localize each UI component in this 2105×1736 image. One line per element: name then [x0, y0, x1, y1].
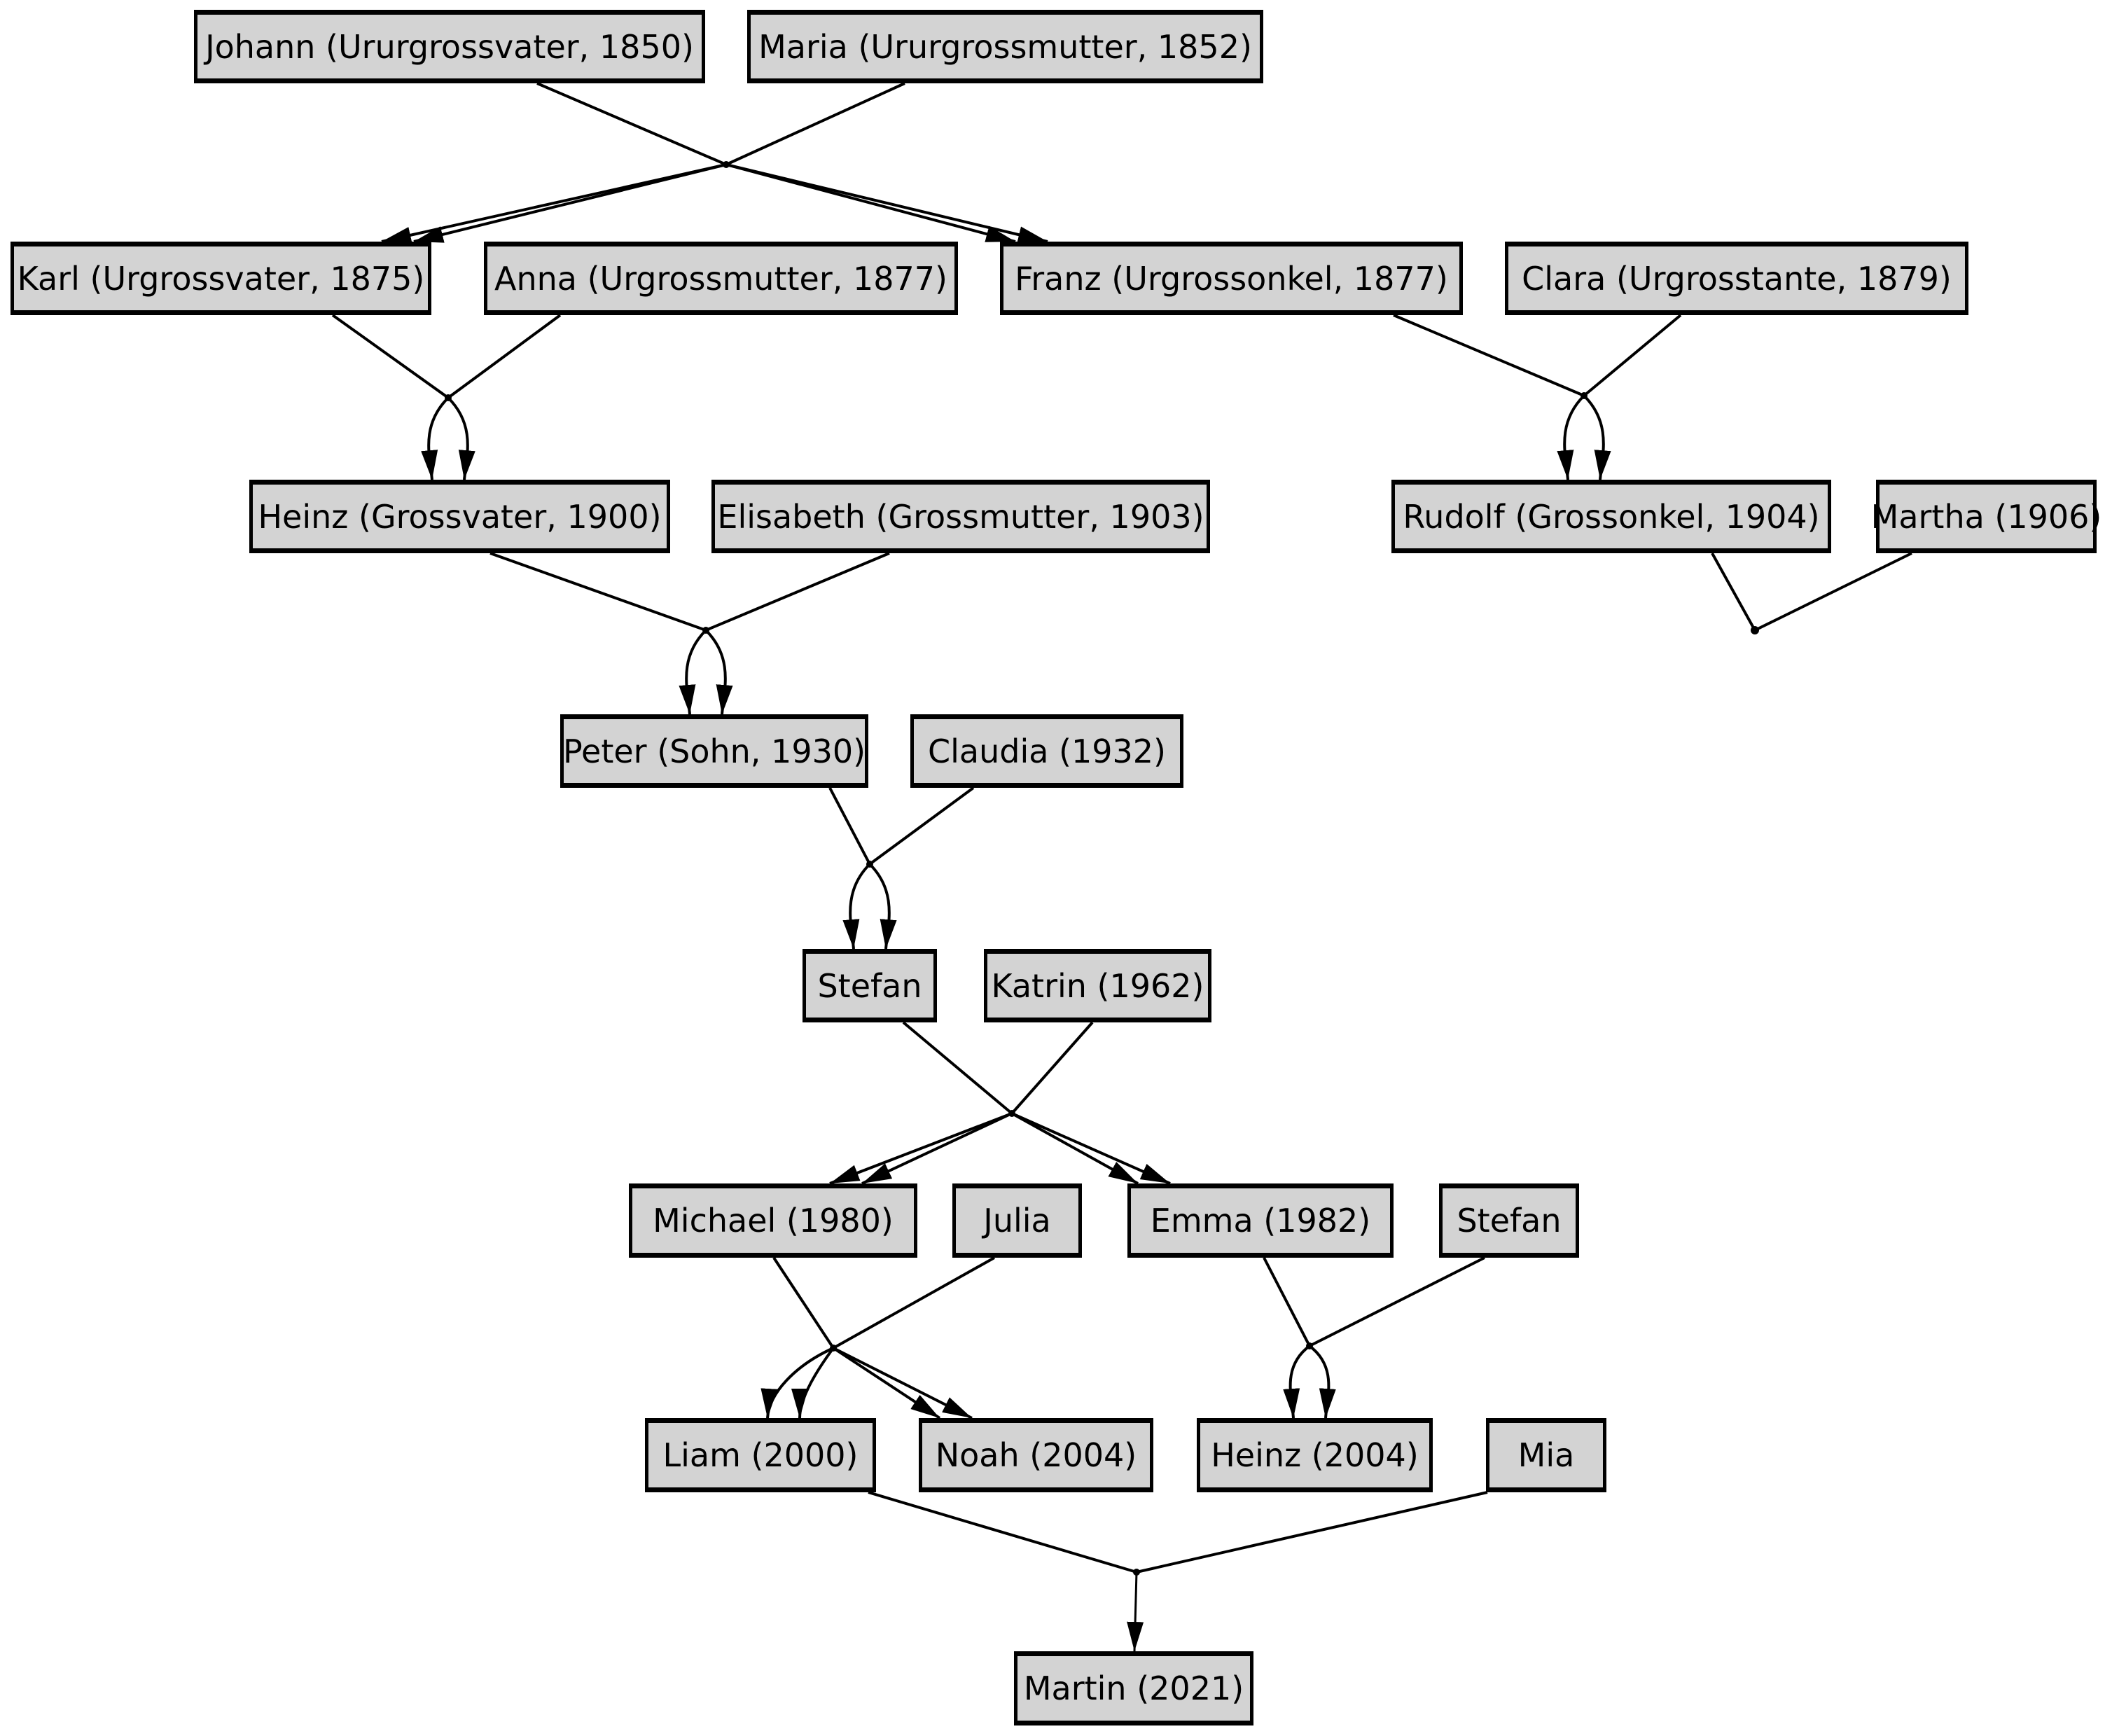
arrow-union6-stefan-a: [842, 863, 871, 950]
arrow-union3-rudolf-a: [1557, 394, 1585, 480]
node-johann: Johann (Ururgrossvater, 1850): [194, 10, 705, 83]
node-michael: Michael (1980): [629, 1183, 917, 1258]
edge-johann-union1: [536, 82, 727, 166]
edge-stefan-union7: [902, 1021, 1013, 1115]
arrow-union1-franz-b: [725, 163, 1048, 243]
edge-stefan2-union9: [1309, 1256, 1485, 1347]
union-point-3: [1581, 392, 1588, 399]
arrow-union7-michael-a: [829, 1112, 1013, 1185]
arrow-union2-heinz-b: [447, 396, 475, 480]
edge-michael-union8: [772, 1256, 835, 1349]
arrow-union8-liam-b: [791, 1347, 835, 1419]
arrow-union1-karl-b: [413, 163, 727, 243]
edge-peter-union6: [828, 787, 871, 865]
edge-emma-union9: [1263, 1257, 1311, 1347]
union-point-10: [1133, 1569, 1140, 1576]
node-martin: Martin (2021): [1014, 1651, 1253, 1725]
arrow-union3-rudolf-b: [1583, 394, 1611, 480]
node-noah: Noah (2004): [919, 1418, 1153, 1492]
edge-liam-union10: [868, 1491, 1137, 1574]
node-karl: Karl (Urgrossvater, 1875): [11, 242, 431, 315]
union-point-7: [1008, 1110, 1015, 1117]
arrow-union8-liam-a: [760, 1347, 834, 1419]
union-point-6: [866, 861, 873, 868]
node-peter: Peter (Sohn, 1930): [560, 714, 868, 788]
node-katrin: Katrin (1962): [984, 949, 1211, 1022]
edge-karl-union2: [331, 314, 450, 399]
node-franz: Franz (Urgrossonkel, 1877): [1000, 242, 1463, 315]
node-elisabeth: Elisabeth (Grossmutter, 1903): [711, 480, 1210, 553]
union-point-5: [702, 627, 709, 634]
node-stefan: Stefan: [803, 949, 937, 1022]
arrow-union5-peter-a: [679, 629, 707, 715]
node-martha: Martha (1906): [1871, 480, 2101, 553]
node-julia: Julia: [952, 1183, 1082, 1258]
node-clara: Clara (Urgrosstante, 1879): [1505, 242, 1968, 315]
edge-elisabeth-union5: [705, 552, 890, 632]
edge-heinz-union5: [489, 552, 707, 632]
arrow-union8-noah-b: [833, 1347, 973, 1419]
edge-mia-union10: [1136, 1491, 1488, 1574]
edge-julia-union8: [833, 1256, 995, 1349]
edge-claudia-union6: [868, 786, 975, 866]
arrow-union7-michael-b: [861, 1112, 1013, 1185]
node-rudolf: Rudolf (Grossonkel, 1904): [1391, 480, 1831, 553]
node-maria: Maria (Ururgrossmutter, 1852): [747, 10, 1263, 83]
node-heinz: Heinz (Grossvater, 1900): [249, 480, 670, 553]
union-point-1: [723, 161, 730, 168]
node-emma: Emma (1982): [1127, 1183, 1394, 1258]
node-anna: Anna (Urgrossmutter, 1877): [484, 242, 958, 315]
node-stefan2: Stefan: [1439, 1183, 1579, 1258]
node-mia: Mia: [1486, 1418, 1606, 1492]
arrow-union7-emma-a: [1011, 1112, 1139, 1185]
edge-maria-union1: [725, 82, 905, 166]
union-point-2: [445, 394, 452, 401]
arrow-union8-noah-a: [832, 1347, 941, 1419]
edge-katrin-union7: [1010, 1021, 1094, 1115]
arrow-union9-heinz2-a: [1283, 1345, 1311, 1419]
node-heinz2: Heinz (2004): [1197, 1418, 1433, 1492]
union-point-8: [830, 1345, 837, 1352]
edge-clara-union3: [1583, 314, 1682, 397]
edge-martha-union4: [1754, 552, 1912, 632]
arrow-union5-peter-b: [704, 629, 733, 715]
union-point-4: [1751, 626, 1759, 634]
arrow-union10-martin: [1127, 1571, 1144, 1652]
arrow-union7-emma-b: [1011, 1112, 1171, 1185]
union-point-9: [1306, 1342, 1313, 1349]
node-liam: Liam (2000): [645, 1418, 876, 1492]
edge-rudolf-union4: [1711, 553, 1756, 631]
node-claudia: Claudia (1932): [910, 714, 1183, 788]
edge-franz-union3: [1393, 314, 1585, 397]
edge-anna-union2: [447, 314, 562, 399]
arrow-union9-heinz2-b: [1308, 1345, 1336, 1419]
arrow-union6-stefan-b: [868, 863, 897, 950]
arrow-union2-heinz-a: [421, 396, 450, 480]
